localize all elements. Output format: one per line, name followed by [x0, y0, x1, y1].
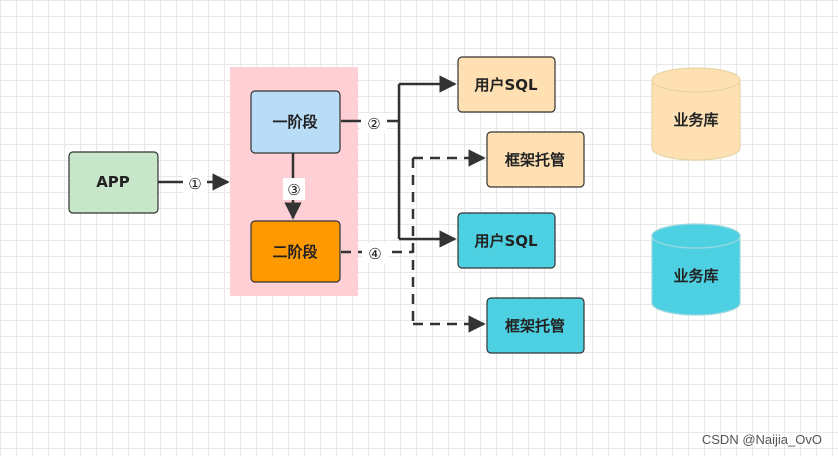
step-2-bg — [361, 113, 387, 133]
phase-one-label: 一阶段 — [272, 113, 317, 131]
step-4-bg — [362, 243, 388, 263]
framework-label-2: 框架托管 — [505, 317, 565, 335]
step-1-bg — [183, 173, 207, 193]
framework-node-1[interactable] — [486, 131, 585, 188]
framework-node-2[interactable] — [486, 297, 585, 354]
step-1-label: ① — [188, 175, 201, 193]
phase-one-node[interactable] — [250, 90, 341, 154]
app-node-label: APP — [96, 173, 130, 191]
user-sql-node-2[interactable] — [457, 212, 556, 269]
phase-two-node[interactable] — [250, 220, 341, 283]
app-node[interactable] — [68, 151, 159, 214]
step-3-label: ③ — [287, 181, 300, 199]
phase-two-label: 二阶段 — [272, 243, 317, 261]
watermark: CSDN @Naijia_OvO — [702, 432, 822, 447]
user-sql-label-2: 用户SQL — [474, 232, 538, 250]
step-4-label: ④ — [368, 245, 381, 263]
step-3-bg — [283, 178, 305, 200]
database-2[interactable] — [651, 223, 741, 316]
framework-label-1: 框架托管 — [505, 151, 565, 169]
user-sql-node-1[interactable] — [457, 56, 556, 113]
database-label-2: 业务库 — [673, 267, 718, 285]
database-1[interactable] — [651, 67, 741, 161]
user-sql-label-1: 用户SQL — [474, 76, 538, 94]
step-2-label: ② — [367, 115, 380, 133]
database-label-1: 业务库 — [673, 111, 718, 129]
